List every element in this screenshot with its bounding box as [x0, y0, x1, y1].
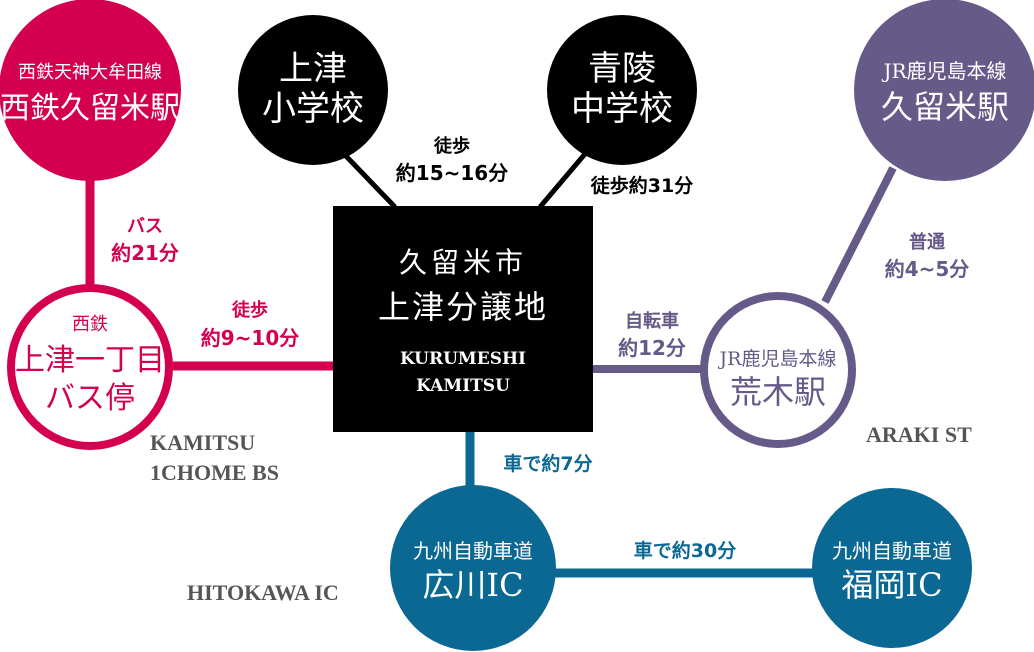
nishitetsu-line-label: 西鉄天神大牟田線: [18, 62, 162, 83]
route-elementary-time: 約15~16分: [396, 161, 508, 185]
route-labels: 徒歩 約15~16分 徒歩約31分 バス 約21分 徒歩 約9~10分 自転車 …: [111, 135, 969, 562]
line-junior: [538, 146, 592, 209]
route-train-mode: 普通: [909, 231, 945, 253]
route-elementary-mode: 徒歩: [433, 135, 470, 157]
route-bicycle-mode: 自転車: [625, 310, 679, 332]
bus-stop-name-2: バス停: [45, 381, 135, 416]
nishitetsu-station-name: 西鉄久留米駅: [0, 91, 180, 126]
route-bicycle-time: 約12分: [618, 336, 686, 360]
line-train: [821, 166, 897, 304]
araki-en: ARAKI ST: [866, 422, 972, 447]
node-kamitsu-bus-stop: 西鉄 上津一丁目 バス停: [7, 284, 173, 450]
hirokawa-ic-name: 広川IC: [422, 566, 523, 604]
jr-kurume-line-label: JR鹿児島本線: [881, 59, 1006, 83]
jr-kurume-station-name: 久留米駅: [881, 88, 1009, 126]
center-en-1: KURUMESHI: [400, 349, 526, 369]
elementary-name-1: 上津: [279, 49, 347, 89]
center-en-2: KAMITSU: [416, 376, 510, 396]
center-title-2: 上津分譲地: [378, 288, 548, 326]
line-elementary: [343, 153, 397, 209]
junior-name-1: 青陵: [588, 49, 656, 89]
node-hirokawa-ic: 九州自動車道 広川IC: [390, 485, 556, 651]
bus-stop-name-1: 上津一丁目: [15, 343, 165, 378]
bus-stop-operator: 西鉄: [72, 314, 108, 335]
elementary-name-2: 小学校: [262, 89, 364, 129]
center-site-box: 久留米市 上津分譲地 KURUMESHI KAMITSU: [333, 206, 593, 432]
connectors: [85, 146, 897, 578]
center-title-1: 久留米市: [399, 246, 527, 279]
hirokawa-line-label: 九州自動車道: [413, 539, 533, 563]
route-bus-time: 約21分: [111, 241, 179, 265]
node-aoryo-junior: 青陵 中学校: [547, 15, 697, 165]
junior-name-2: 中学校: [571, 89, 673, 129]
route-train-time: 約4~5分: [885, 257, 970, 281]
node-jr-kurume: JR鹿児島本線 久留米駅: [854, 0, 1034, 181]
node-araki-station: JR鹿児島本線 荒木駅: [700, 292, 856, 448]
route-car-fukuoka-time: 車で約30分: [634, 539, 736, 562]
araki-station-name: 荒木駅: [730, 373, 826, 411]
bus-stop-en-2: 1CHOME BS: [150, 460, 279, 485]
node-fukuoka-ic: 九州自動車道 福岡IC: [812, 488, 972, 648]
node-kamitsu-elementary: 上津 小学校: [238, 15, 388, 165]
route-walk-mode: 徒歩: [231, 299, 268, 321]
fukuoka-line-label: 九州自動車道: [832, 539, 952, 563]
bus-stop-en-1: KAMITSU: [150, 430, 255, 455]
route-bus-mode: バス: [127, 216, 163, 237]
route-walk-time: 約9~10分: [201, 326, 300, 350]
araki-line-label: JR鹿児島本線: [718, 348, 837, 370]
hirokawa-en: HITOKAWA IC: [187, 580, 339, 605]
node-nishitetsu-kurume: 西鉄天神大牟田線 西鉄久留米駅: [0, 0, 181, 181]
route-car-hirokawa-time: 車で約7分: [503, 452, 592, 475]
fukuoka-ic-name: 福岡IC: [841, 566, 942, 604]
route-junior-time: 徒歩約31分: [590, 174, 693, 197]
